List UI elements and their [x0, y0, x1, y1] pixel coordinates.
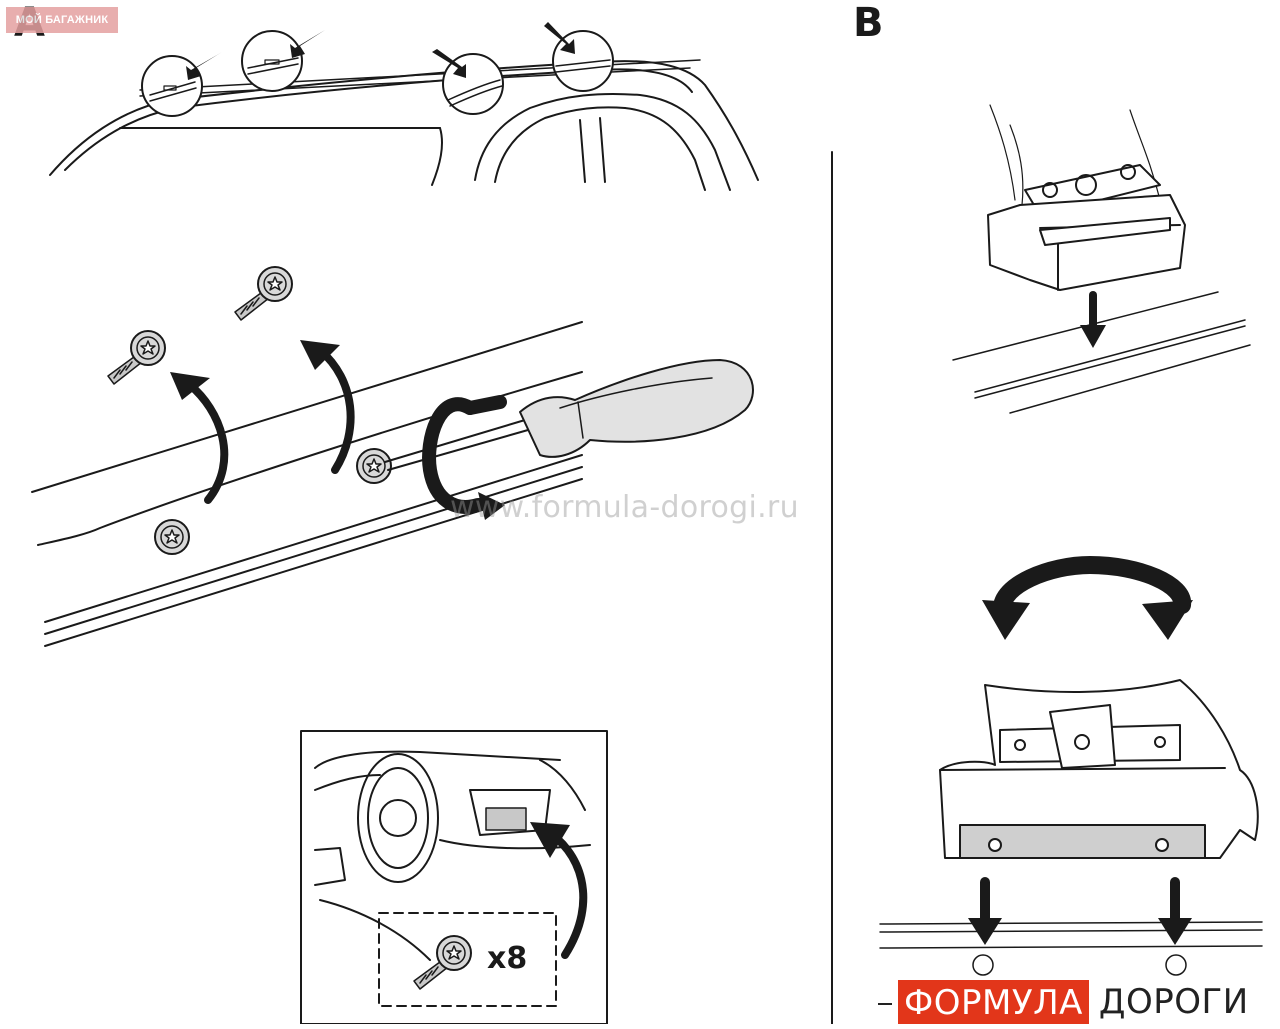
logo-part-black: ДОРОГИ [1098, 982, 1249, 1022]
roof-foot-illustration [987, 104, 1186, 291]
down-arrow-3 [1158, 877, 1192, 945]
removed-screw-1 [108, 331, 165, 384]
panel-b-label: B [853, 0, 884, 46]
dashboard-illustration [314, 750, 591, 961]
watermark-text: www.formula-dorogi.ru [450, 490, 799, 525]
brand-logo: ФОРМУЛА ДОРОГИ [878, 980, 1249, 1024]
removal-arrows [170, 340, 355, 504]
foot-bottom-illustration [939, 679, 1259, 859]
screw-in-rail [356, 448, 392, 484]
down-arrow-2 [968, 877, 1002, 945]
rail-section-b1 [952, 291, 1251, 414]
logo-dash [878, 1003, 892, 1005]
rotation-arrow [422, 395, 507, 520]
site-badge: МОЙ БАГАЖНИК [6, 7, 118, 33]
location-arrows [186, 22, 575, 80]
rail-section-b2 [879, 921, 1263, 976]
quantity-label: x8 [487, 941, 527, 976]
removed-screw-2 [235, 267, 292, 320]
logo-part-red: ФОРМУЛА [898, 980, 1089, 1024]
rotate-arrow [982, 556, 1193, 640]
screwdriver [384, 359, 754, 471]
rail-screw-head [154, 519, 190, 555]
